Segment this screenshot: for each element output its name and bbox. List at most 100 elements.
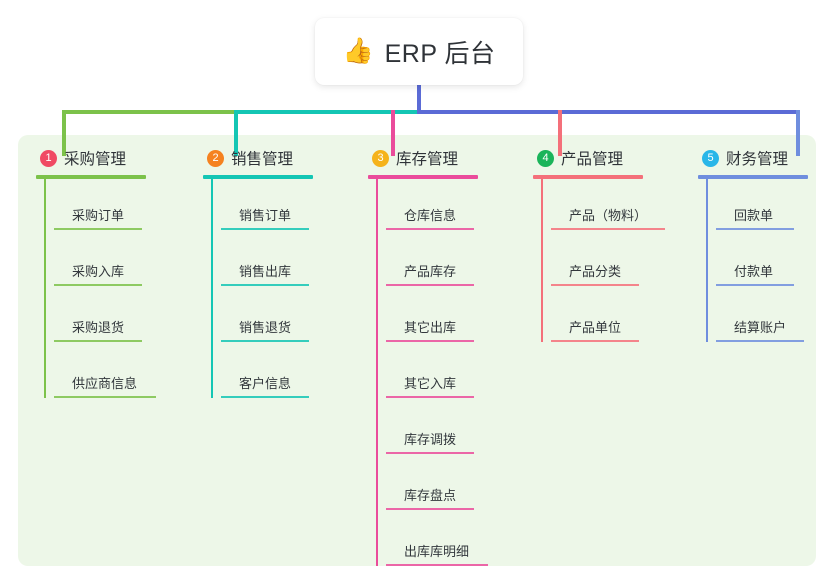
branch-spine <box>376 178 378 566</box>
branch-column-销售管理: 2 销售管理销售订单销售出库销售退货客户信息 <box>203 145 313 403</box>
branch-item[interactable]: 其它出库 <box>376 291 478 347</box>
branch-spine <box>44 178 46 398</box>
branch-item-rule <box>716 339 804 342</box>
branch-item[interactable]: 产品（物料） <box>541 179 665 235</box>
branch-item[interactable]: 回款单 <box>706 179 808 235</box>
branch-header-销售管理[interactable]: 2 销售管理 <box>203 145 313 171</box>
branch-header-rule <box>533 175 643 179</box>
branch-item-label: 结算账户 <box>734 319 787 335</box>
branch-item-rule <box>386 395 474 398</box>
branch-item-rule <box>221 395 309 398</box>
branch-item[interactable]: 其它入库 <box>376 347 478 403</box>
connector-drop-1 <box>62 110 66 156</box>
branch-item-label: 付款单 <box>734 263 774 279</box>
branch-item[interactable]: 销售退货 <box>211 291 313 347</box>
branch-spine <box>211 178 213 398</box>
branch-item-rule <box>386 451 474 454</box>
branch-title: 采购管理 <box>64 151 127 168</box>
branch-item-list: 仓库信息产品库存其它出库其它入库库存调拨库存盘点出库库明细 <box>368 178 488 571</box>
connector-drop-3 <box>391 110 395 156</box>
branch-item-rule <box>54 395 156 398</box>
branch-title: 销售管理 <box>231 151 294 168</box>
branch-item-label: 出库库明细 <box>404 543 470 559</box>
branch-item-label: 销售订单 <box>239 207 292 223</box>
branch-item[interactable]: 客户信息 <box>211 347 313 403</box>
branch-item[interactable]: 采购订单 <box>44 179 146 235</box>
branch-item[interactable]: 结算账户 <box>706 291 808 347</box>
branch-item-list: 回款单付款单结算账户 <box>698 178 808 347</box>
connector-drop-2 <box>234 110 238 156</box>
branch-item[interactable]: 销售订单 <box>211 179 313 235</box>
branch-item[interactable]: 采购入库 <box>44 235 146 291</box>
root-node-title: ERP 后台 <box>384 39 496 68</box>
branch-item[interactable]: 销售出库 <box>211 235 313 291</box>
branch-item-list: 销售订单销售出库销售退货客户信息 <box>203 178 313 403</box>
branch-item-rule <box>551 339 639 342</box>
branch-item-rule <box>551 283 639 286</box>
branch-column-采购管理: 1 采购管理采购订单采购入库采购退货供应商信息 <box>36 145 156 403</box>
branch-index-badge: 5 <box>702 149 719 167</box>
branch-item-rule <box>386 283 474 286</box>
branch-column-财务管理: 5 财务管理回款单付款单结算账户 <box>698 145 808 347</box>
branch-item-label: 产品库存 <box>404 263 457 279</box>
branch-item-label: 销售出库 <box>239 263 292 279</box>
branch-header-库存管理[interactable]: 3 库存管理 <box>368 145 478 171</box>
branch-item[interactable]: 库存盘点 <box>376 459 478 515</box>
bus-segment-2 <box>236 110 417 114</box>
root-node-card[interactable]: 👍 ERP 后台 <box>315 18 523 85</box>
branch-item-label: 其它入库 <box>404 375 457 391</box>
branch-item-label: 库存盘点 <box>404 487 457 503</box>
branch-title: 库存管理 <box>396 151 459 168</box>
branch-item-rule <box>221 283 309 286</box>
branch-item-label: 采购退货 <box>72 319 125 335</box>
branch-item-rule <box>716 227 794 230</box>
branch-header-rule <box>698 175 808 179</box>
branch-item-rule <box>54 283 142 286</box>
branch-spine <box>706 178 708 342</box>
thumbs-up-icon: 👍 <box>342 37 374 65</box>
branch-item[interactable]: 产品单位 <box>541 291 643 347</box>
branch-item-label: 仓库信息 <box>404 207 457 223</box>
branch-item[interactable]: 仓库信息 <box>376 179 478 235</box>
branch-item-rule <box>386 563 488 566</box>
branch-item[interactable]: 库存调拨 <box>376 403 478 459</box>
branch-item-label: 库存调拨 <box>404 431 457 447</box>
bus-segment-3 <box>417 110 798 114</box>
branch-item[interactable]: 出库库明细 <box>376 515 488 571</box>
branch-index-badge: 2 <box>207 149 224 167</box>
branch-header-采购管理[interactable]: 1 采购管理 <box>36 145 146 171</box>
branch-title: 财务管理 <box>726 151 789 168</box>
branch-column-库存管理: 3 库存管理仓库信息产品库存其它出库其它入库库存调拨库存盘点出库库明细 <box>368 145 488 571</box>
branch-item-rule <box>716 283 794 286</box>
branch-item-rule <box>54 339 142 342</box>
branch-index-badge: 3 <box>372 149 389 167</box>
branch-item-rule <box>221 339 309 342</box>
branch-index-badge: 1 <box>40 149 57 167</box>
branch-item[interactable]: 产品分类 <box>541 235 643 291</box>
branch-item-list: 采购订单采购入库采购退货供应商信息 <box>36 178 156 403</box>
bus-segment-1 <box>62 110 236 114</box>
branch-item-list: 产品（物料）产品分类产品单位 <box>533 178 665 347</box>
branch-item[interactable]: 付款单 <box>706 235 808 291</box>
branch-item[interactable]: 采购退货 <box>44 291 146 347</box>
content-panel <box>18 135 816 566</box>
branch-item-rule <box>551 227 665 230</box>
branch-header-rule <box>203 175 313 179</box>
branch-item-label: 客户信息 <box>239 375 292 391</box>
branch-item-label: 销售退货 <box>239 319 292 335</box>
branch-header-rule <box>368 175 478 179</box>
branch-item-label: 其它出库 <box>404 319 457 335</box>
branch-item-label: 采购订单 <box>72 207 125 223</box>
connector-drop-4 <box>558 110 562 156</box>
branch-item-label: 采购入库 <box>72 263 125 279</box>
branch-item-rule <box>221 227 309 230</box>
branch-item-rule <box>386 339 474 342</box>
branch-item-label: 回款单 <box>734 207 774 223</box>
branch-header-rule <box>36 175 146 179</box>
branch-item[interactable]: 产品库存 <box>376 235 478 291</box>
branch-header-财务管理[interactable]: 5 财务管理 <box>698 145 808 171</box>
branch-item[interactable]: 供应商信息 <box>44 347 156 403</box>
